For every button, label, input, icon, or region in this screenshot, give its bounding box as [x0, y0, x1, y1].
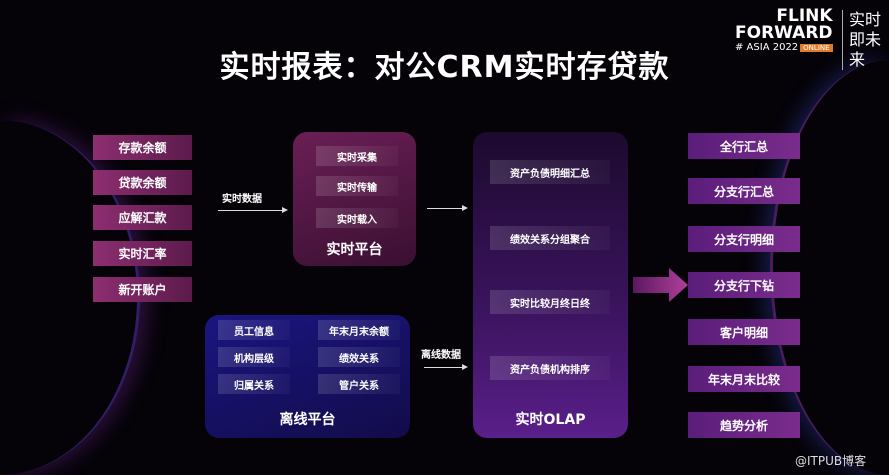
big-arrow-icon [633, 268, 688, 302]
output-box: 客户明细 [688, 319, 800, 345]
source-box: 应解汇款 [93, 205, 192, 230]
realtime-item: 实时传输 [316, 176, 398, 196]
olap-title: 实时OLAP [515, 412, 586, 428]
offline-item: 管户关系 [318, 374, 400, 394]
olap-panel: 资产负债明细汇总 绩效关系分组聚合 实时比较月终日终 资产负债机构排序 实时OL… [473, 132, 628, 438]
realtime-item: 实时载入 [316, 208, 398, 228]
output-box: 趋势分析 [688, 412, 800, 438]
source-box: 贷款余额 [93, 170, 192, 195]
offline-data-label: 离线数据 [421, 350, 461, 361]
realtime-platform-title: 实时平台 [326, 242, 383, 258]
source-box: 实时汇率 [93, 241, 192, 266]
olap-item: 绩效关系分组聚合 [490, 226, 610, 250]
offline-item: 年末月末余额 [318, 320, 400, 340]
arrow-icon [427, 205, 468, 211]
offline-platform-title: 离线平台 [279, 412, 336, 428]
offline-item: 绩效关系 [318, 347, 400, 367]
watermark: @ITPUB博客 [795, 454, 867, 468]
offline-platform-panel: 员工信息 年末月末余额 机构层级 绩效关系 归属关系 管户关系 离线平台 [205, 315, 410, 438]
output-box: 分支行明细 [688, 226, 800, 252]
source-box: 新开账户 [93, 277, 192, 302]
arrow-icon [218, 207, 288, 213]
slogan: 实时即未来 [842, 10, 886, 70]
source-box: 存款余额 [93, 135, 192, 160]
output-box: 分支行汇总 [688, 178, 800, 204]
realtime-data-label: 实时数据 [222, 194, 262, 205]
offline-item: 机构层级 [218, 347, 290, 367]
arrow-icon [424, 364, 468, 370]
output-box: 年末月末比较 [688, 366, 800, 392]
olap-item: 资产负债明细汇总 [490, 160, 610, 184]
logo-line1: FLINK [776, 6, 833, 26]
logo-badge: ONLINE [800, 44, 833, 52]
slide-title: 实时报表：对公CRM实时存贷款 [219, 50, 670, 85]
output-box: 分支行下钻 [688, 272, 800, 298]
olap-item: 资产负债机构排序 [490, 356, 610, 380]
offline-item: 归属关系 [218, 374, 290, 394]
background-swirl-right [770, 60, 889, 475]
logo-line2: FORWARD [735, 23, 833, 43]
realtime-item: 实时采集 [316, 146, 398, 166]
realtime-platform-panel: 实时采集 实时传输 实时载入 实时平台 [293, 132, 416, 266]
offline-item: 员工信息 [218, 320, 290, 340]
logo-line3: # ASIA 2022 [735, 42, 799, 53]
output-box: 全行汇总 [688, 133, 800, 159]
olap-item: 实时比较月终日终 [490, 290, 610, 314]
